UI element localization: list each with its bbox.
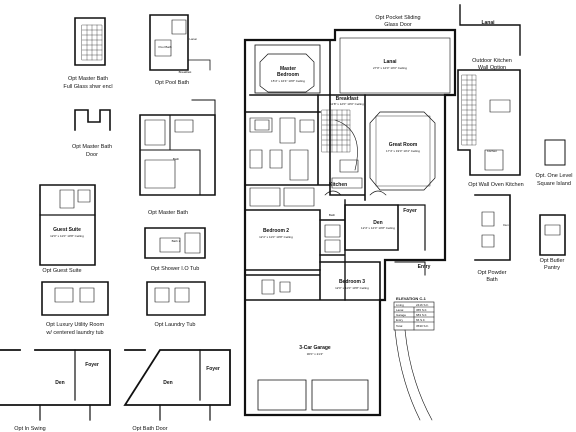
room-bedroom-3: Bedroom 3 — [339, 279, 365, 285]
room-master-bedroom: Bedroom — [277, 72, 300, 78]
room-foyer-mid: Foyer — [206, 366, 220, 372]
caption-opt-laundry-tub: Opt Laundry Tub — [155, 322, 196, 328]
caption-opt-bath-door: Opt Bath Door — [132, 426, 167, 432]
caption-full-glass: Full Glass shwr encl — [63, 84, 112, 90]
main-plan — [243, 28, 457, 421]
caption-outdoor-kitchen-1: Outdoor Kitchen — [472, 58, 512, 64]
caption-opt-luxury-utility-2: w/ centered laundry tub — [45, 330, 103, 336]
room-guest-suite: Guest Suite — [53, 227, 81, 233]
room-foyer: Foyer — [403, 208, 417, 214]
room-breakfast: Breakfast — [336, 96, 359, 102]
room-lanai: Lanai — [383, 59, 397, 65]
dim-guest-suite: 12'0" x 11'0" 10'8" Ceiling — [50, 234, 84, 238]
dim-bedroom-3: 12'0" x 11'0" 10'8" Ceiling — [335, 286, 369, 290]
room-pool-bath: Pool Bath — [158, 45, 171, 49]
opt-pocket-slider — [459, 4, 521, 56]
opt-one-level-island — [544, 139, 566, 166]
caption-opt-wall-oven: Opt Wall Oven Kitchen — [468, 182, 523, 188]
room-den-small: Den — [503, 223, 509, 227]
elev-row-4-label: Total — [396, 324, 403, 328]
opt-butler-pantry — [539, 214, 566, 256]
room-bedroom-2: Bedroom 2 — [263, 228, 289, 234]
opt-laundry-tub — [146, 281, 206, 316]
opt-in-swing — [0, 349, 111, 421]
room-den: Den — [373, 220, 382, 226]
elev-row-2-value: 683 S.F. — [416, 313, 427, 317]
room-bath-opt: Bath — [173, 157, 180, 161]
opt-shower-tub — [144, 227, 206, 259]
elev-row-0-value: 2416 S.F. — [416, 303, 429, 307]
dim-master: 15'4" x 16'4" 10'8" Ceiling — [271, 79, 305, 83]
elev-row-4-value: 3530 S.F. — [416, 324, 429, 328]
dim-bedroom-2: 12'4" x 11'0" 10'8" Ceiling — [259, 235, 293, 239]
elev-row-1-label: Lanai — [396, 308, 404, 312]
caption-opt-master-bath: Opt Master Bath — [148, 210, 188, 216]
room-great-room: Great Room — [389, 142, 418, 148]
caption-opt-pocket-sliding-2: Glass Door — [384, 22, 412, 28]
elev-row-3-value: 66 S.F. — [416, 318, 426, 322]
caption-opt-in-swing: Opt In Swing — [14, 426, 46, 432]
opt-powder-bath — [474, 194, 511, 261]
elev-row-0-label: Living — [396, 303, 404, 307]
elevation-table — [393, 301, 435, 331]
room-entry: Entry — [418, 264, 431, 270]
dim-den: 12'4" x 12'0" 10'8" Ceiling — [361, 226, 395, 230]
caption-opt-butler-1: Opt Butler — [540, 258, 565, 264]
dim-garage: 30'0" x 21'4" — [307, 352, 323, 356]
room-kitchen: Kitchen — [329, 182, 347, 188]
caption-opt-one-level-1: Opt. One Level — [536, 173, 573, 179]
opt-luxury-utility — [41, 281, 109, 316]
caption-opt-master-bath-door-1: Opt Master Bath — [72, 144, 112, 150]
opt-bath-door — [123, 349, 231, 421]
caption-opt-pocket-sliding-1: Opt Pocket Sliding — [375, 15, 420, 21]
room-foyer-left: Foyer — [85, 362, 99, 368]
dim-breakfast: 11'8" x 12'0" 10'0" Ceiling — [330, 102, 364, 106]
room-breakfast-small: Breakfast — [179, 70, 192, 74]
elev-row-3-label: Entry — [396, 318, 404, 322]
caption-opt-one-level-2: Square Island — [537, 181, 571, 187]
caption-opt-master-bath-door-2: Door — [86, 152, 98, 158]
caption-opt-shower-tub: Opt Shower I.O Tub — [151, 266, 200, 272]
opt-pool-bath — [149, 14, 211, 71]
room-garage: 3-Car Garage — [299, 345, 331, 351]
elev-row-1-value: 365 S.F. — [416, 308, 427, 312]
room-den-left: Den — [55, 380, 64, 386]
caption-opt-powder-2: Bath — [486, 277, 497, 283]
caption-opt-pool-bath: Opt Pool Bath — [155, 80, 189, 86]
dim-great-room: 17'4" x 19'0" 10'4" Ceiling — [386, 149, 420, 153]
room-den-mid: Den — [163, 380, 172, 386]
dim-lanai: 27'0" x 12'0" 10'0" Ceiling — [373, 66, 407, 70]
caption-opt-guest-suite: Opt Guest Suite — [42, 268, 81, 274]
opt-master-bath-large — [139, 99, 216, 196]
room-bath-2: Bath 2 — [172, 239, 181, 243]
caption-outdoor-kitchen-2: Wall Option — [478, 65, 506, 71]
room-lanai-small: Lanai — [189, 37, 197, 41]
opt-master-bath-door — [74, 109, 111, 131]
opt-master-bath-glass — [74, 17, 106, 66]
caption-opt-luxury-utility-1: Opt Luxury Utility Room — [46, 322, 104, 328]
room-bath: Bath — [329, 213, 336, 217]
room-master: Master — [280, 66, 296, 72]
caption-opt-powder-1: Opt Powder — [477, 270, 506, 276]
caption-opt-butler-2: Pantry — [544, 265, 560, 271]
opt-guest-suite — [39, 184, 96, 266]
room-lanai-top: Lanai — [481, 20, 495, 26]
room-kitchen-opt: Kitchen — [487, 149, 497, 153]
caption-opt-master-bath-opt: Opt Master Bath — [68, 76, 108, 82]
elevation-title: ELEVATION C-1 — [396, 296, 427, 301]
opt-kitchen-wall — [457, 69, 521, 176]
elev-row-2-label: Garage — [396, 313, 406, 317]
